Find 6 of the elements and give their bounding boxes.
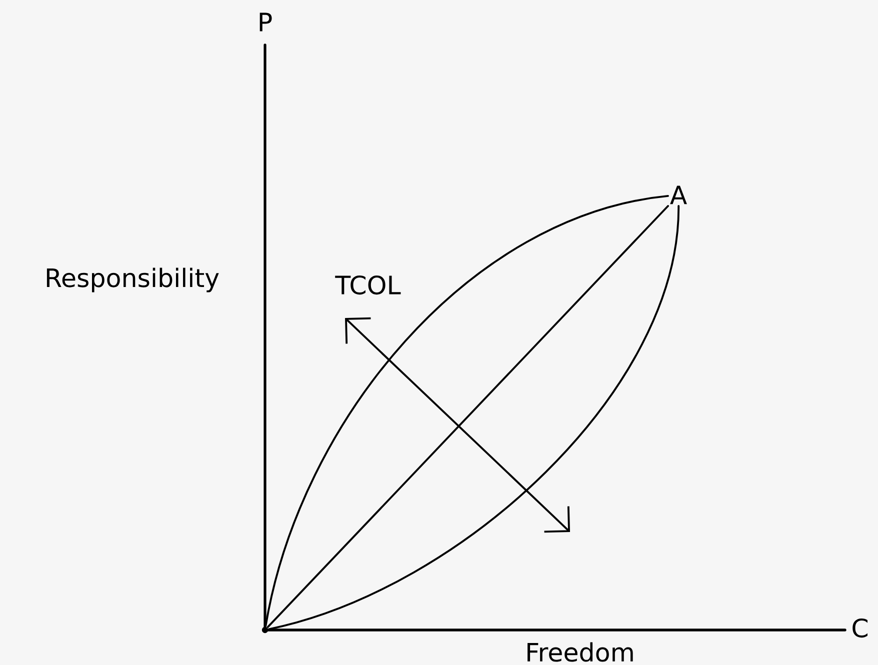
p-axis-label: P	[260, 12, 272, 32]
arrow-label: TCOL	[335, 275, 401, 295]
point-label: A	[670, 186, 687, 204]
axis-title: Responsibility	[46, 268, 219, 292]
c-axis-label: C	[852, 618, 868, 638]
axis-title: Freedom	[528, 642, 633, 662]
